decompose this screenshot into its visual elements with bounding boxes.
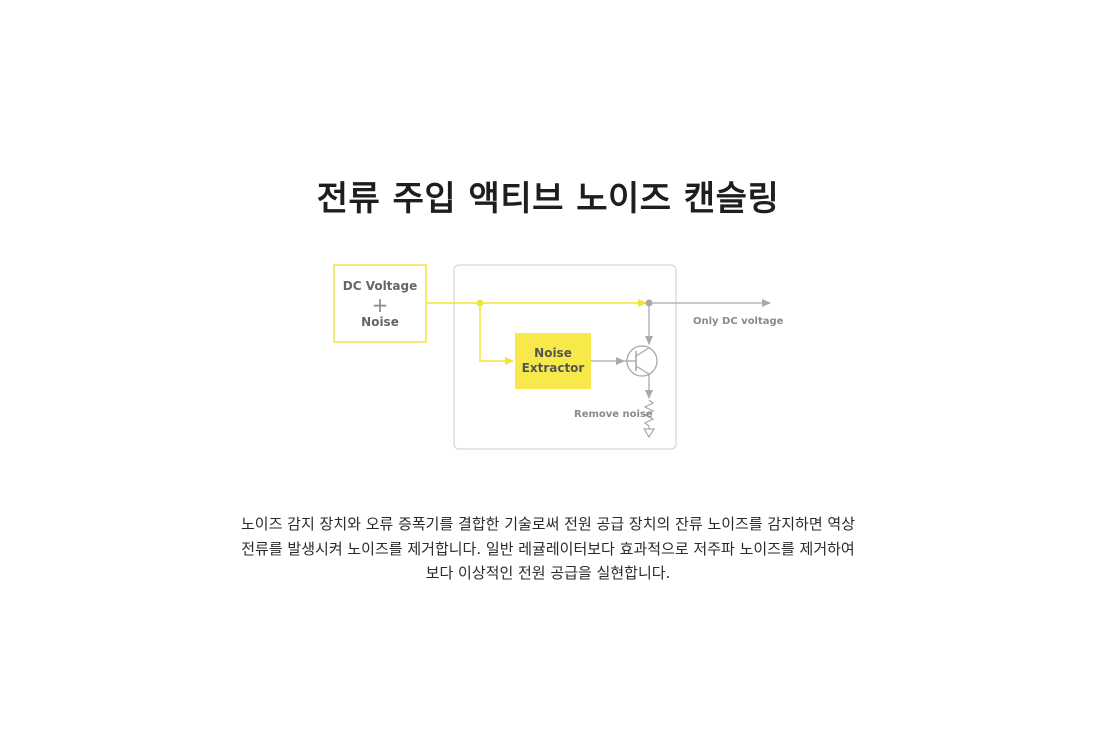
input-box: DC Voltage + Noise [333, 264, 427, 343]
remove-noise-label: Remove noise [574, 409, 653, 420]
output-label: Only DC voltage [693, 316, 784, 327]
description-line-2: 전류를 발생시켜 노이즈를 제거합니다. 일반 레귤레이터보다 효과적으로 저주… [241, 539, 855, 558]
transistor-icon [624, 345, 658, 377]
input-label-noise: Noise [361, 315, 399, 329]
input-label-plus: + [372, 293, 389, 317]
description-line-1: 노이즈 감지 장치와 오류 증폭기를 결합한 기술로써 전원 공급 장치의 잔류… [241, 515, 855, 533]
page-title: 전류 주입 액티브 노이즈 캔슬링 [316, 178, 780, 219]
noise-extractor-box: Noise Extractor [515, 333, 591, 389]
resistor-icon [643, 399, 655, 427]
ground-icon [642, 426, 656, 439]
noise-cancelling-diagram: DC Voltage + Noise Noise Extractor Only … [320, 250, 790, 465]
input-label-dc-voltage: DC Voltage [343, 279, 418, 293]
extractor-label-noise: Noise [534, 346, 572, 360]
circuit-frame [453, 264, 677, 450]
description-line-3: 보다 이상적인 전원 공급을 실현합니다. [425, 564, 671, 582]
extractor-label-extractor: Extractor [522, 361, 585, 375]
description-paragraph: 노이즈 감지 장치와 오류 증폭기를 결합한 기술로써 전원 공급 장치의 잔류… [218, 512, 878, 586]
branch-signal-line [479, 303, 514, 365]
